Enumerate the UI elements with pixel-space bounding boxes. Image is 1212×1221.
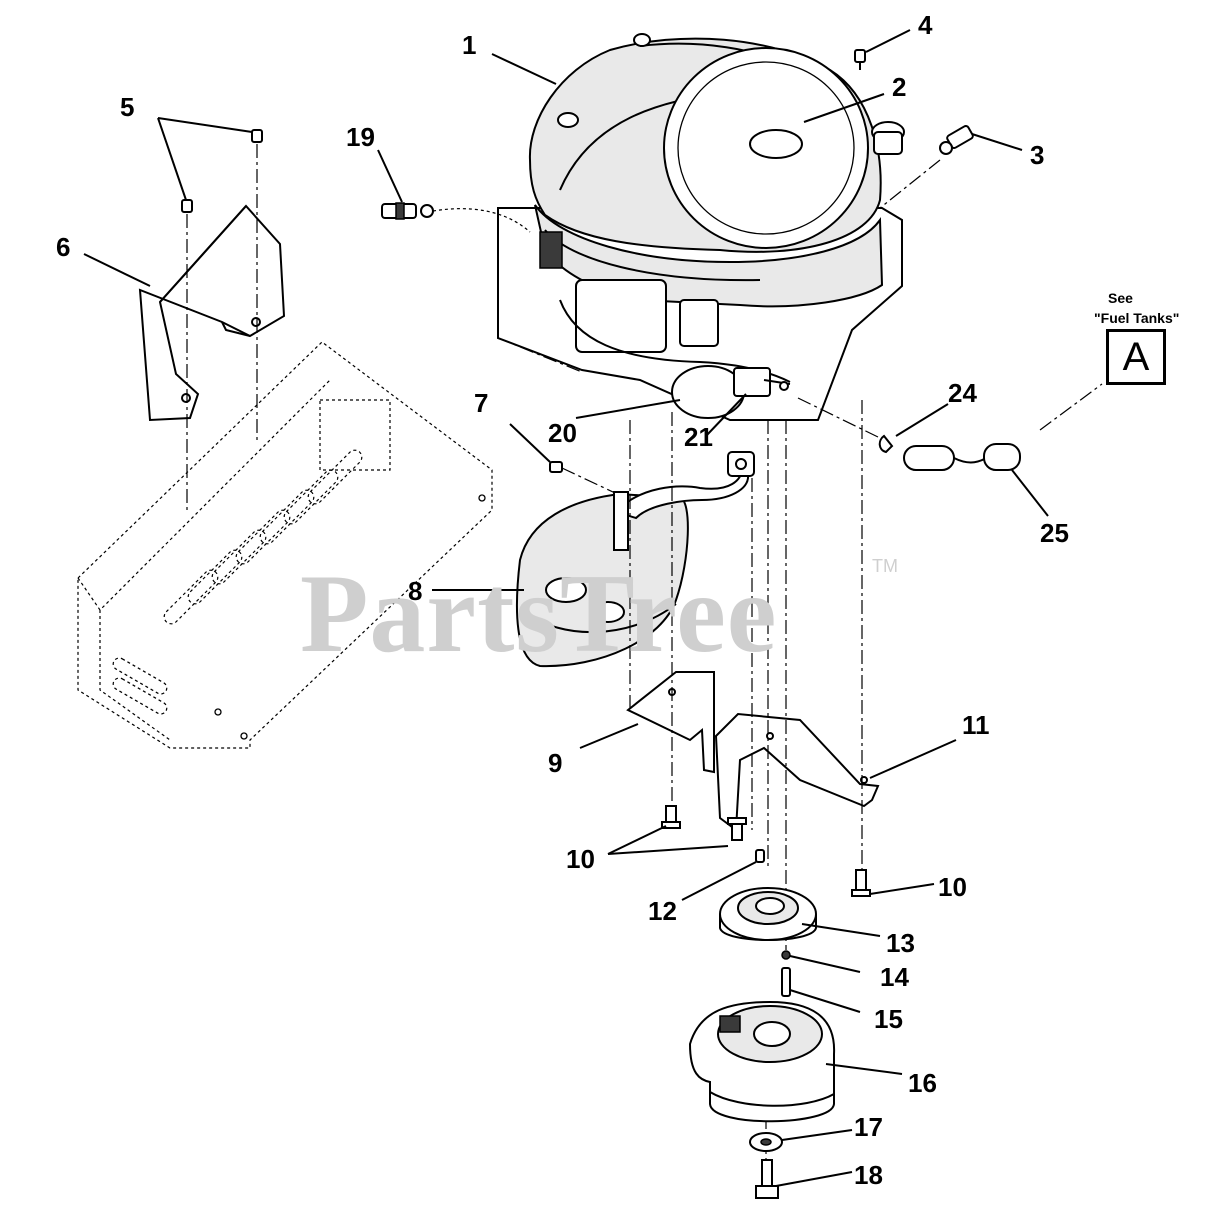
bracket-part-9 xyxy=(626,671,715,774)
watermark: PartsTree xyxy=(300,552,778,676)
callout-14[interactable]: 14 xyxy=(880,962,909,992)
callout-9[interactable]: 9 xyxy=(548,748,563,778)
callout-17[interactable]: 17 xyxy=(854,1112,883,1142)
reference-box-a[interactable]: A xyxy=(1106,329,1166,385)
callout-13[interactable]: 13 xyxy=(886,928,915,958)
engine-part xyxy=(497,33,905,421)
see-label: See xyxy=(1108,290,1133,306)
callout-10-right[interactable]: 10 xyxy=(938,872,967,902)
callout-25[interactable]: 25 xyxy=(1040,518,1069,548)
callout-3[interactable]: 3 xyxy=(1030,140,1045,170)
trademark-mark: TM xyxy=(872,556,898,576)
callout-16[interactable]: 16 xyxy=(908,1068,937,1098)
clutch-part xyxy=(688,1000,836,1199)
heat-shield-part xyxy=(138,129,286,510)
callout-15[interactable]: 15 xyxy=(874,1004,903,1034)
callout-20[interactable]: 20 xyxy=(548,418,577,448)
engine-tray-part xyxy=(77,341,493,749)
callout-1[interactable]: 1 xyxy=(462,30,477,60)
callout-4[interactable]: 4 xyxy=(918,10,933,40)
callout-18[interactable]: 18 xyxy=(854,1160,883,1190)
callout-11[interactable]: 11 xyxy=(962,710,990,740)
callout-7[interactable]: 7 xyxy=(474,388,489,418)
callout-8[interactable]: 8 xyxy=(408,576,423,606)
callout-21[interactable]: 21 xyxy=(684,422,713,452)
elbow-fitting-part xyxy=(879,125,974,209)
callout-5[interactable]: 5 xyxy=(120,92,135,122)
spark-plug-part xyxy=(381,202,531,233)
callout-24[interactable]: 24 xyxy=(948,378,977,408)
callout-19[interactable]: 19 xyxy=(346,122,375,152)
callout-leaders xyxy=(83,29,1049,1187)
callout-6[interactable]: 6 xyxy=(56,232,71,262)
bracket-part-11 xyxy=(714,712,880,832)
callout-2[interactable]: 2 xyxy=(892,72,907,102)
fuel-tanks-reference-label[interactable]: "Fuel Tanks" xyxy=(1094,310,1180,326)
pulley-part xyxy=(719,887,817,997)
screw-part-4 xyxy=(854,49,866,70)
bolt-parts xyxy=(661,805,871,897)
callout-12[interactable]: 12 xyxy=(648,896,677,926)
muffler-part xyxy=(515,451,755,668)
fuel-hose-part xyxy=(878,434,1021,471)
callout-10-left[interactable]: 10 xyxy=(566,844,595,874)
